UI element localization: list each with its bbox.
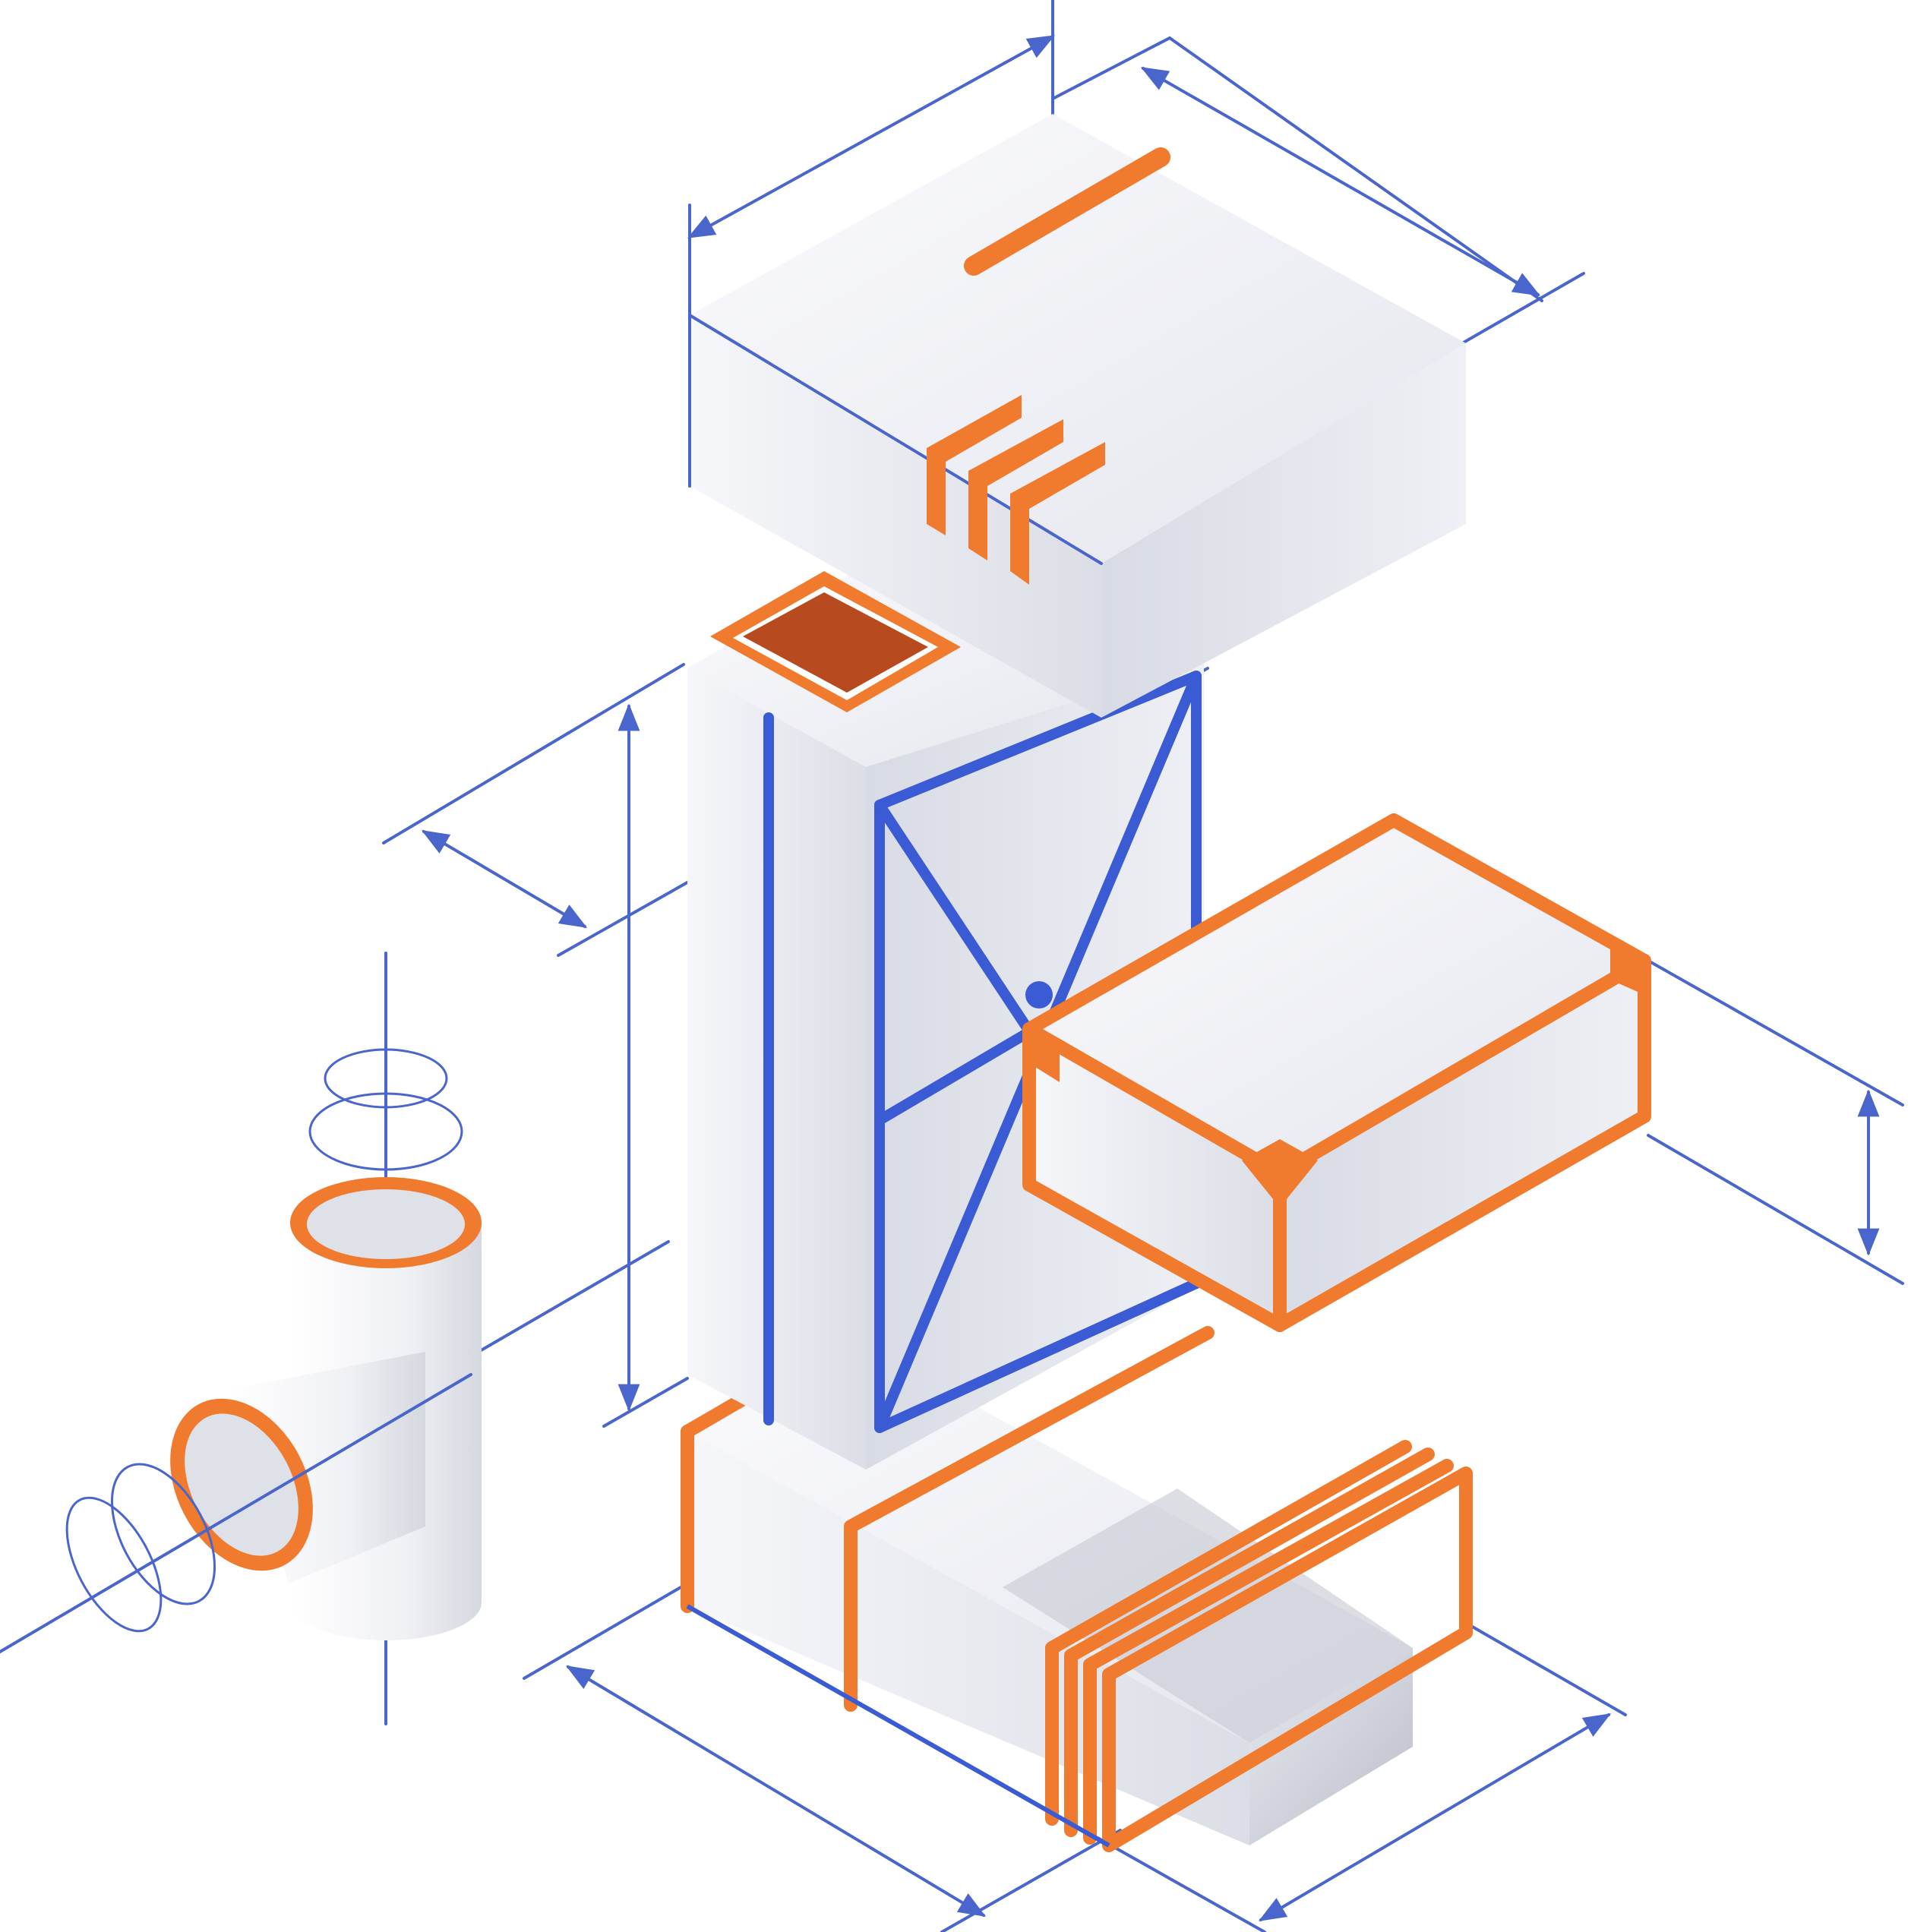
dimension-extension-line (382, 663, 685, 844)
top-duct-box (688, 114, 1466, 718)
damper-plate (710, 571, 961, 712)
dimension-extension-line (1468, 1624, 1627, 1716)
dimension-extension-line (940, 1829, 1122, 1932)
dimension-arrow-bottom-width (1258, 1713, 1612, 1921)
fins (927, 395, 1105, 585)
pipe-tee-fitting (0, 952, 482, 1725)
dimension-extension-line (1647, 959, 1904, 1106)
dimension-extension-line (523, 1582, 689, 1680)
orange-band (844, 1326, 1215, 1712)
dimension-arrow-bottom-length (565, 1665, 987, 1917)
dimension-arrow-depth-top (1140, 67, 1541, 296)
orange-band (1045, 1440, 1412, 1826)
dimension-extension-line (1051, 36, 1171, 100)
column-frame-brace (874, 1020, 1046, 1125)
orange-band (1102, 1466, 1473, 1852)
dimension-extension-line (602, 1377, 689, 1428)
handle-bar (964, 147, 1170, 276)
rotation-axis-icon (65, 1463, 216, 1633)
dimension-extension-line (1647, 1134, 1904, 1285)
orange-band (1083, 1459, 1454, 1845)
side-duct-box (1022, 813, 1651, 1332)
dimension-extension-line (477, 1240, 670, 1353)
dimension-lines (382, 0, 1904, 1932)
dimension-extension-line (1096, 1836, 1266, 1932)
dimension-arrow-width-top (687, 35, 1056, 238)
orange-band (1064, 1447, 1435, 1837)
dimension-arrow-column-width (421, 830, 588, 928)
horizontal-axis-line (0, 1373, 472, 1653)
rotation-axis-icon (308, 1048, 463, 1171)
